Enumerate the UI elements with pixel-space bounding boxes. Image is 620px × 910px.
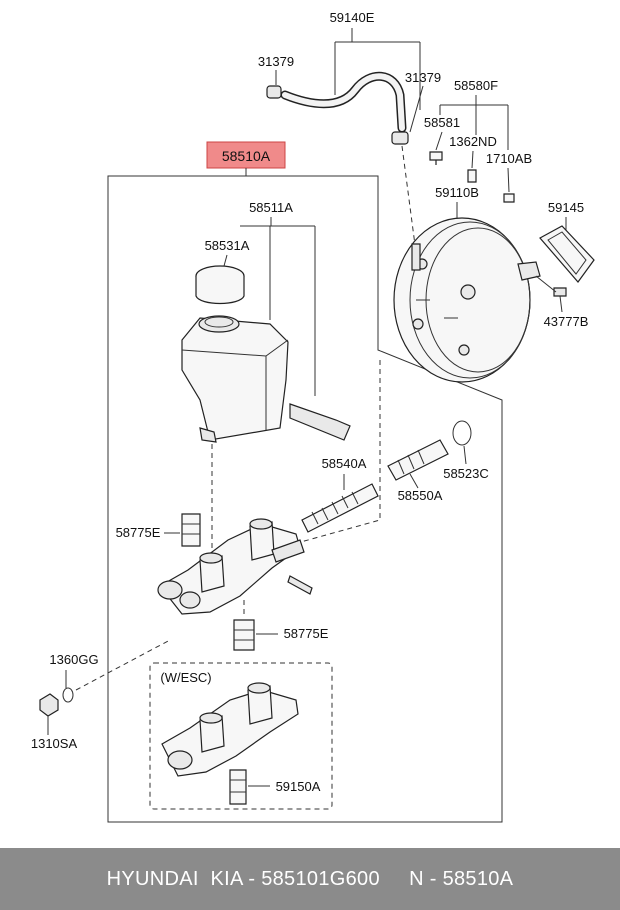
leader-58511A — [240, 217, 316, 396]
label-58510A: 58510A — [222, 148, 271, 164]
label-1710AB: 1710AB — [486, 151, 532, 166]
leader-59140E — [334, 28, 421, 110]
label-43777B: 43777B — [544, 314, 589, 329]
label-59110B: 59110B — [435, 185, 479, 200]
gasket-59145 — [539, 225, 595, 283]
bolt-58581 — [429, 151, 443, 165]
label-59140E: 59140E — [330, 10, 375, 25]
pressure-sensor-59150A — [229, 769, 247, 805]
check-valve-1362ND — [467, 169, 477, 183]
ring-58523C — [452, 420, 472, 446]
booster-stud — [517, 261, 541, 281]
label-58523C: 58523C — [443, 466, 489, 481]
parts-diagram: 58510A 59140E 31379 31379 58580F 58581 1… — [31, 10, 595, 823]
clip-31379-left — [266, 85, 282, 99]
label-59145: 59145 — [548, 200, 584, 215]
label-59150A: 59150A — [276, 779, 321, 794]
footer-part-number: HYUNDAI KIA - 585101G600 N - 58510A — [0, 848, 620, 910]
label-1362ND: 1362ND — [449, 134, 497, 149]
booster-nipple — [411, 243, 421, 271]
assembly-frame — [107, 175, 503, 823]
grommet-1710AB — [503, 193, 515, 203]
clip-31379-right — [391, 131, 409, 145]
label-31379-right: 31379 — [405, 70, 441, 85]
fitting-58775E-top — [181, 513, 201, 547]
label-58540A: 58540A — [322, 456, 367, 471]
nut-43777B — [553, 287, 567, 297]
label-58550A: 58550A — [398, 488, 443, 503]
seal-spring-58540A — [301, 483, 379, 533]
label-58511A: 58511A — [249, 200, 293, 215]
label-58581: 58581 — [424, 115, 460, 130]
washer-1360GG — [62, 687, 74, 703]
label-58775E-top: 58775E — [116, 525, 161, 540]
dashed-hose-link — [401, 145, 416, 246]
label-58531A: 58531A — [205, 238, 250, 253]
level-sensor — [289, 403, 351, 441]
label-1310SA: 1310SA — [31, 736, 78, 751]
fluid-reservoir — [181, 317, 289, 441]
label-1360GG: 1360GG — [49, 652, 98, 667]
reservoir-neck — [198, 315, 240, 333]
nut-1310SA — [39, 693, 59, 717]
fitting-58775E-bottom — [233, 619, 255, 651]
leader-58580F — [439, 95, 509, 150]
boot-58550A — [387, 439, 449, 481]
booster-hole-top — [460, 284, 476, 300]
label-wesc: (W/ESC) — [160, 670, 211, 685]
label-58580F: 58580F — [454, 78, 498, 93]
label-31379-left: 31379 — [258, 54, 294, 69]
label-58775E-bottom: 58775E — [284, 626, 329, 641]
cylinder-bolt — [287, 575, 313, 595]
